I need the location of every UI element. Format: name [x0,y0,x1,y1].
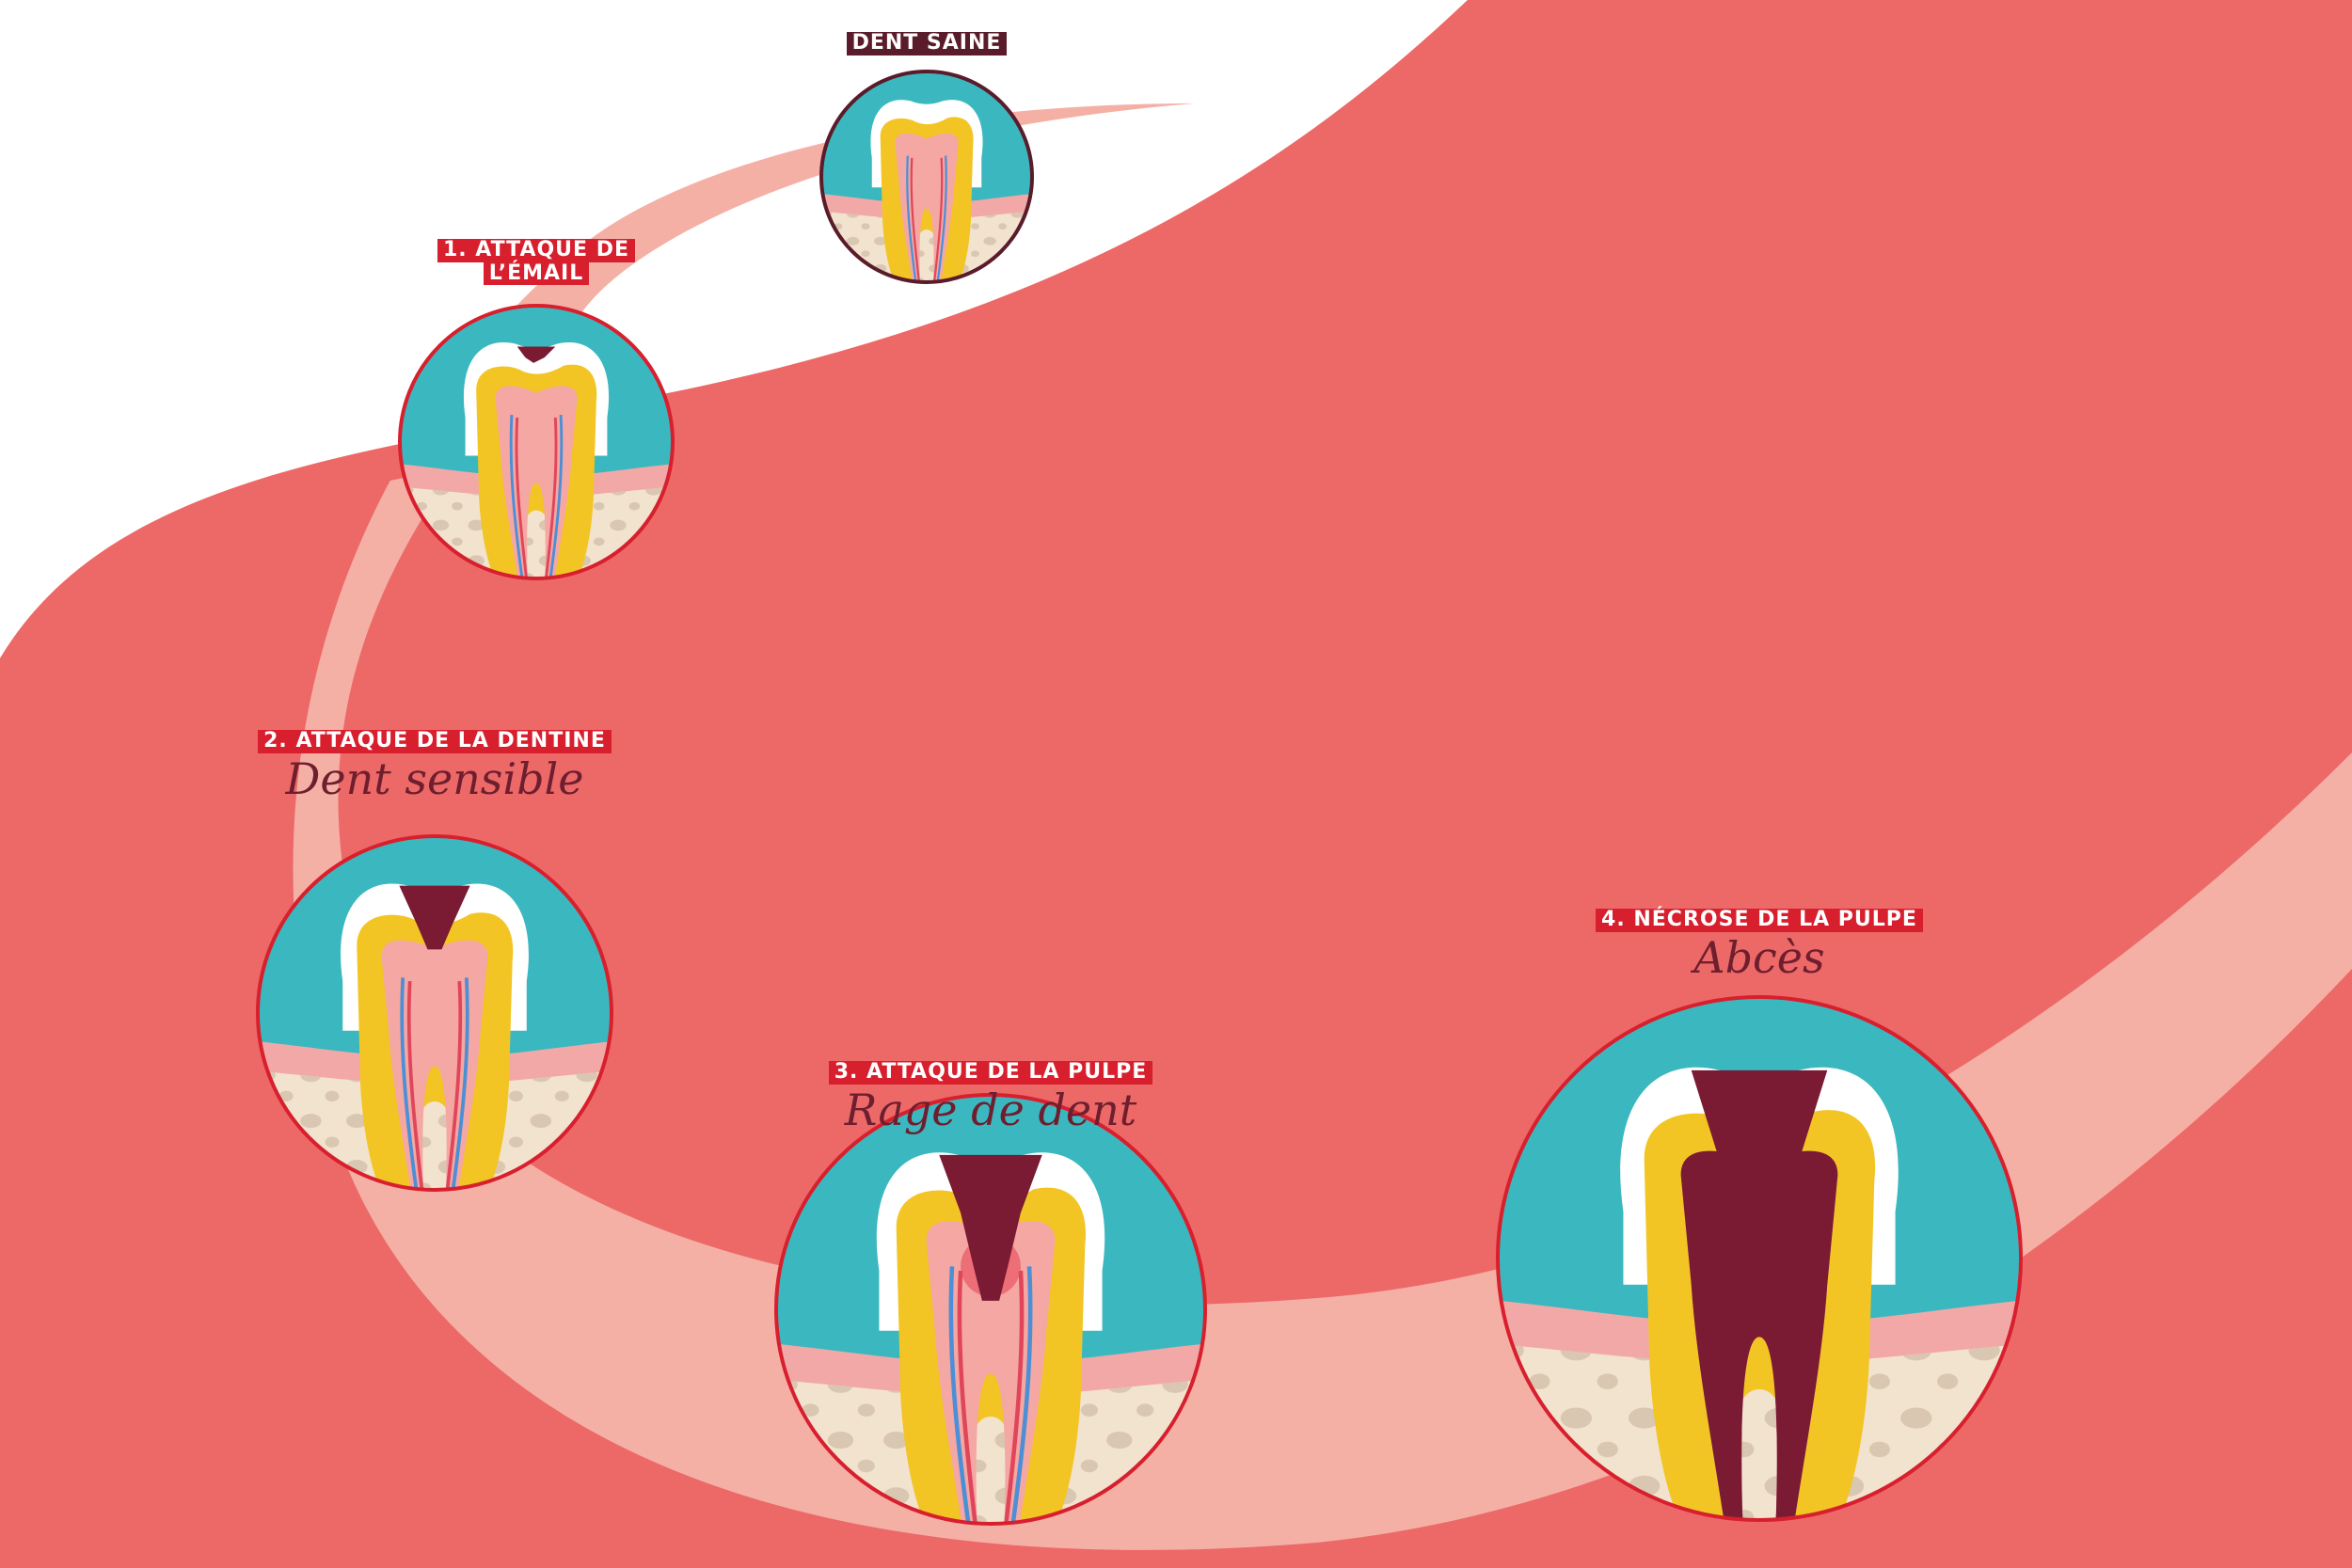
pulp-decay-tooth-icon [773,1092,1208,1527]
healthy-tooth-icon [818,69,1035,285]
stage-label-dent-saine: DENT SAINE [682,31,1171,55]
enamel-decay-tooth-icon [397,303,675,581]
stage-title: DENT SAINE [846,31,1008,55]
stage-subtitle: Abcès [1693,931,1825,983]
pulp-necrosis-tooth-icon [1496,995,2023,1522]
stage-subtitle: Dent sensible [285,752,584,804]
stage-title: L’ÉMAIL [483,261,590,286]
stage-title: 3. ATTAQUE DE LA PULPE [828,1060,1153,1085]
stage-title: 1. ATTAQUE DE [437,238,636,262]
stage-title: 4. NÉCROSE DE LA PULPE [1596,908,1923,932]
stage-title: 2. ATTAQUE DE LA DENTINE [258,729,612,753]
dentin-decay-tooth-icon [256,834,613,1192]
stage-subtitle: Rage de dent [844,1084,1137,1135]
